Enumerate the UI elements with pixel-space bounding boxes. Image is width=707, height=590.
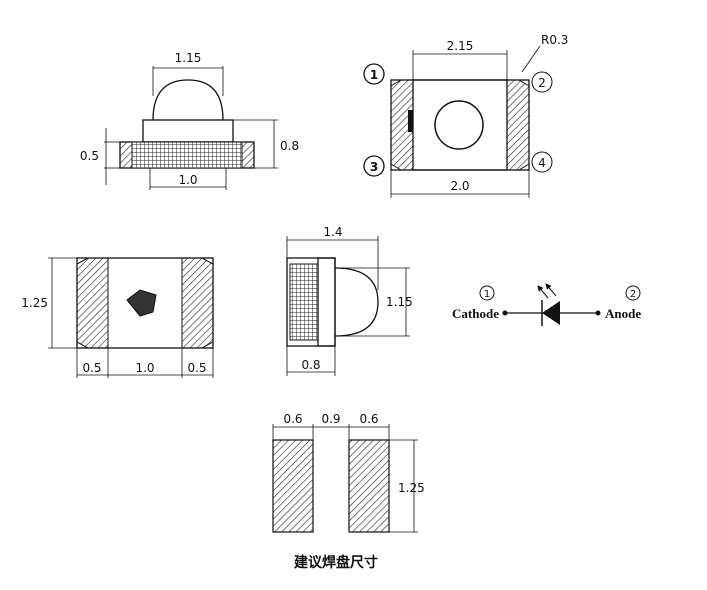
side-lens	[334, 267, 379, 337]
pad-right	[348, 439, 390, 533]
pad-left	[272, 439, 314, 533]
right-terminal	[241, 141, 255, 169]
emission-arrow-1	[537, 285, 549, 299]
pin-1-label: 1	[370, 68, 378, 82]
emission-arrow-2	[545, 283, 557, 297]
side-view: 1.4 1.15 0.8	[286, 225, 413, 376]
bottom-left-dim: 0.5	[82, 361, 101, 375]
diode-triangle	[542, 301, 560, 325]
polarity-mark	[408, 110, 413, 132]
polarity-diamond	[126, 289, 157, 317]
bottom-center-dim: 1.0	[135, 361, 154, 375]
bottom-height-label: 1.25	[21, 296, 48, 310]
pin-4-label: 4	[538, 156, 546, 170]
pin-3-label: 3	[370, 160, 378, 174]
top-right-terminal	[506, 79, 530, 171]
pad-left-width: 0.6	[283, 412, 302, 426]
side-bottom-label: 0.8	[301, 358, 320, 372]
recommended-pad-layout: 0.6 0.9 0.6 1.25 建议焊盘尺寸	[272, 412, 425, 571]
total-height-label: 0.8	[280, 139, 299, 153]
package-body	[142, 119, 234, 143]
pad-layout-caption: 建议焊盘尺寸	[294, 554, 378, 571]
cathode-label: Cathode	[452, 306, 499, 321]
bottom-right-pad	[181, 257, 214, 349]
base-grid	[131, 141, 243, 169]
left-terminal	[119, 141, 133, 169]
schematic-pin-2: 2	[630, 289, 636, 300]
lens-dome	[152, 79, 224, 121]
bottom-view: 1.25 0.5 1.0 0.5	[21, 257, 214, 378]
bottom-width-label: 1.0	[178, 173, 197, 187]
pin-2-label: 2	[538, 76, 546, 90]
side-top-label: 1.4	[323, 225, 342, 239]
lens-circle	[434, 100, 484, 150]
top-view: 2.15 R0.3 2.0 1 2 3 4	[363, 33, 568, 198]
led-schematic: 1 2 Cathode Anode	[452, 283, 641, 326]
front-view: 1.15 0.5 0.8 1.0	[80, 51, 299, 190]
top-width-label: 2.15	[447, 39, 474, 53]
side-right-label: 1.15	[386, 295, 413, 309]
side-grid	[289, 263, 319, 341]
bottom-right-dim: 0.5	[187, 361, 206, 375]
anode-label: Anode	[605, 306, 641, 321]
pad-gap-width: 0.9	[321, 412, 340, 426]
pad-height-label: 1.25	[398, 481, 425, 495]
schematic-pin-1: 1	[484, 289, 490, 300]
bottom-left-pad	[76, 257, 109, 349]
pad-right-width: 0.6	[359, 412, 378, 426]
corner-radius-label: R0.3	[541, 33, 568, 47]
base-height-label: 0.5	[80, 149, 99, 163]
top-bottom-width-label: 2.0	[450, 179, 469, 193]
dome-width-label: 1.15	[175, 51, 202, 65]
side-body	[317, 257, 336, 347]
